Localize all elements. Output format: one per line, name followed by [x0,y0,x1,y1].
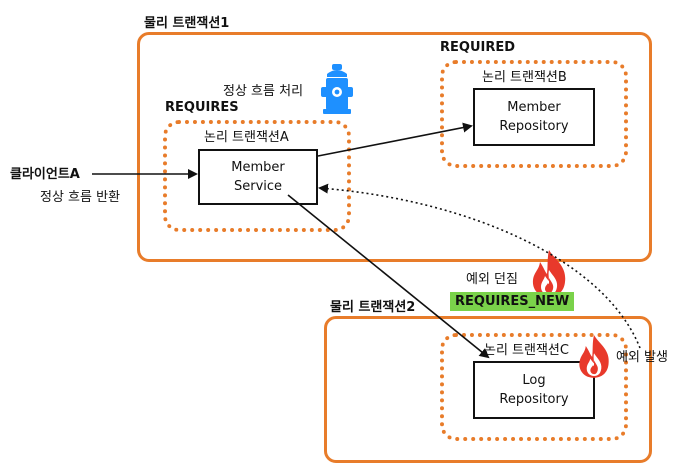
log-repository-box: Log Repository [473,361,595,419]
normal-process-label: 정상 흐름 처리 [223,84,304,99]
log-repository-line2: Repository [499,392,569,407]
requires-new-tag: REQUIRES_NEW [450,292,575,311]
log-repository-line1: Log [522,373,546,388]
member-service-line2: Service [233,179,283,194]
physical-tx1-label: 물리 트랜잭션1 [144,16,230,31]
logical-tx-a-label: 논리 트랜잭션A [204,130,289,145]
fire-icon [532,250,566,297]
logical-tx-b-box [440,60,628,168]
required-label: REQUIRED [440,40,516,55]
exception-throw-label: 예외 던짐 [466,272,518,287]
physical-tx2-label: 물리 트랜잭션2 [330,300,416,315]
member-repository-line2: Repository [499,119,569,134]
member-service-box: Member Service [198,149,318,205]
requires-label: REQUIRES [165,100,239,115]
normal-return-label: 정상 흐름 반환 [40,190,121,205]
member-repository-line1: Member [507,100,561,115]
member-service-line1: Member [231,160,285,175]
logical-tx-b-label: 논리 트랜잭션B [482,70,567,85]
exception-occur-label: 예외 발생 [616,350,668,365]
fire-hydrant-icon [321,64,353,114]
logical-tx-a-box [163,120,351,232]
fire-icon [579,335,609,378]
client-a-label: 클라이언트A [10,167,80,182]
member-repository-box: Member Repository [473,88,595,146]
logical-tx-c-label: 논리 트랜잭션C [484,343,569,358]
